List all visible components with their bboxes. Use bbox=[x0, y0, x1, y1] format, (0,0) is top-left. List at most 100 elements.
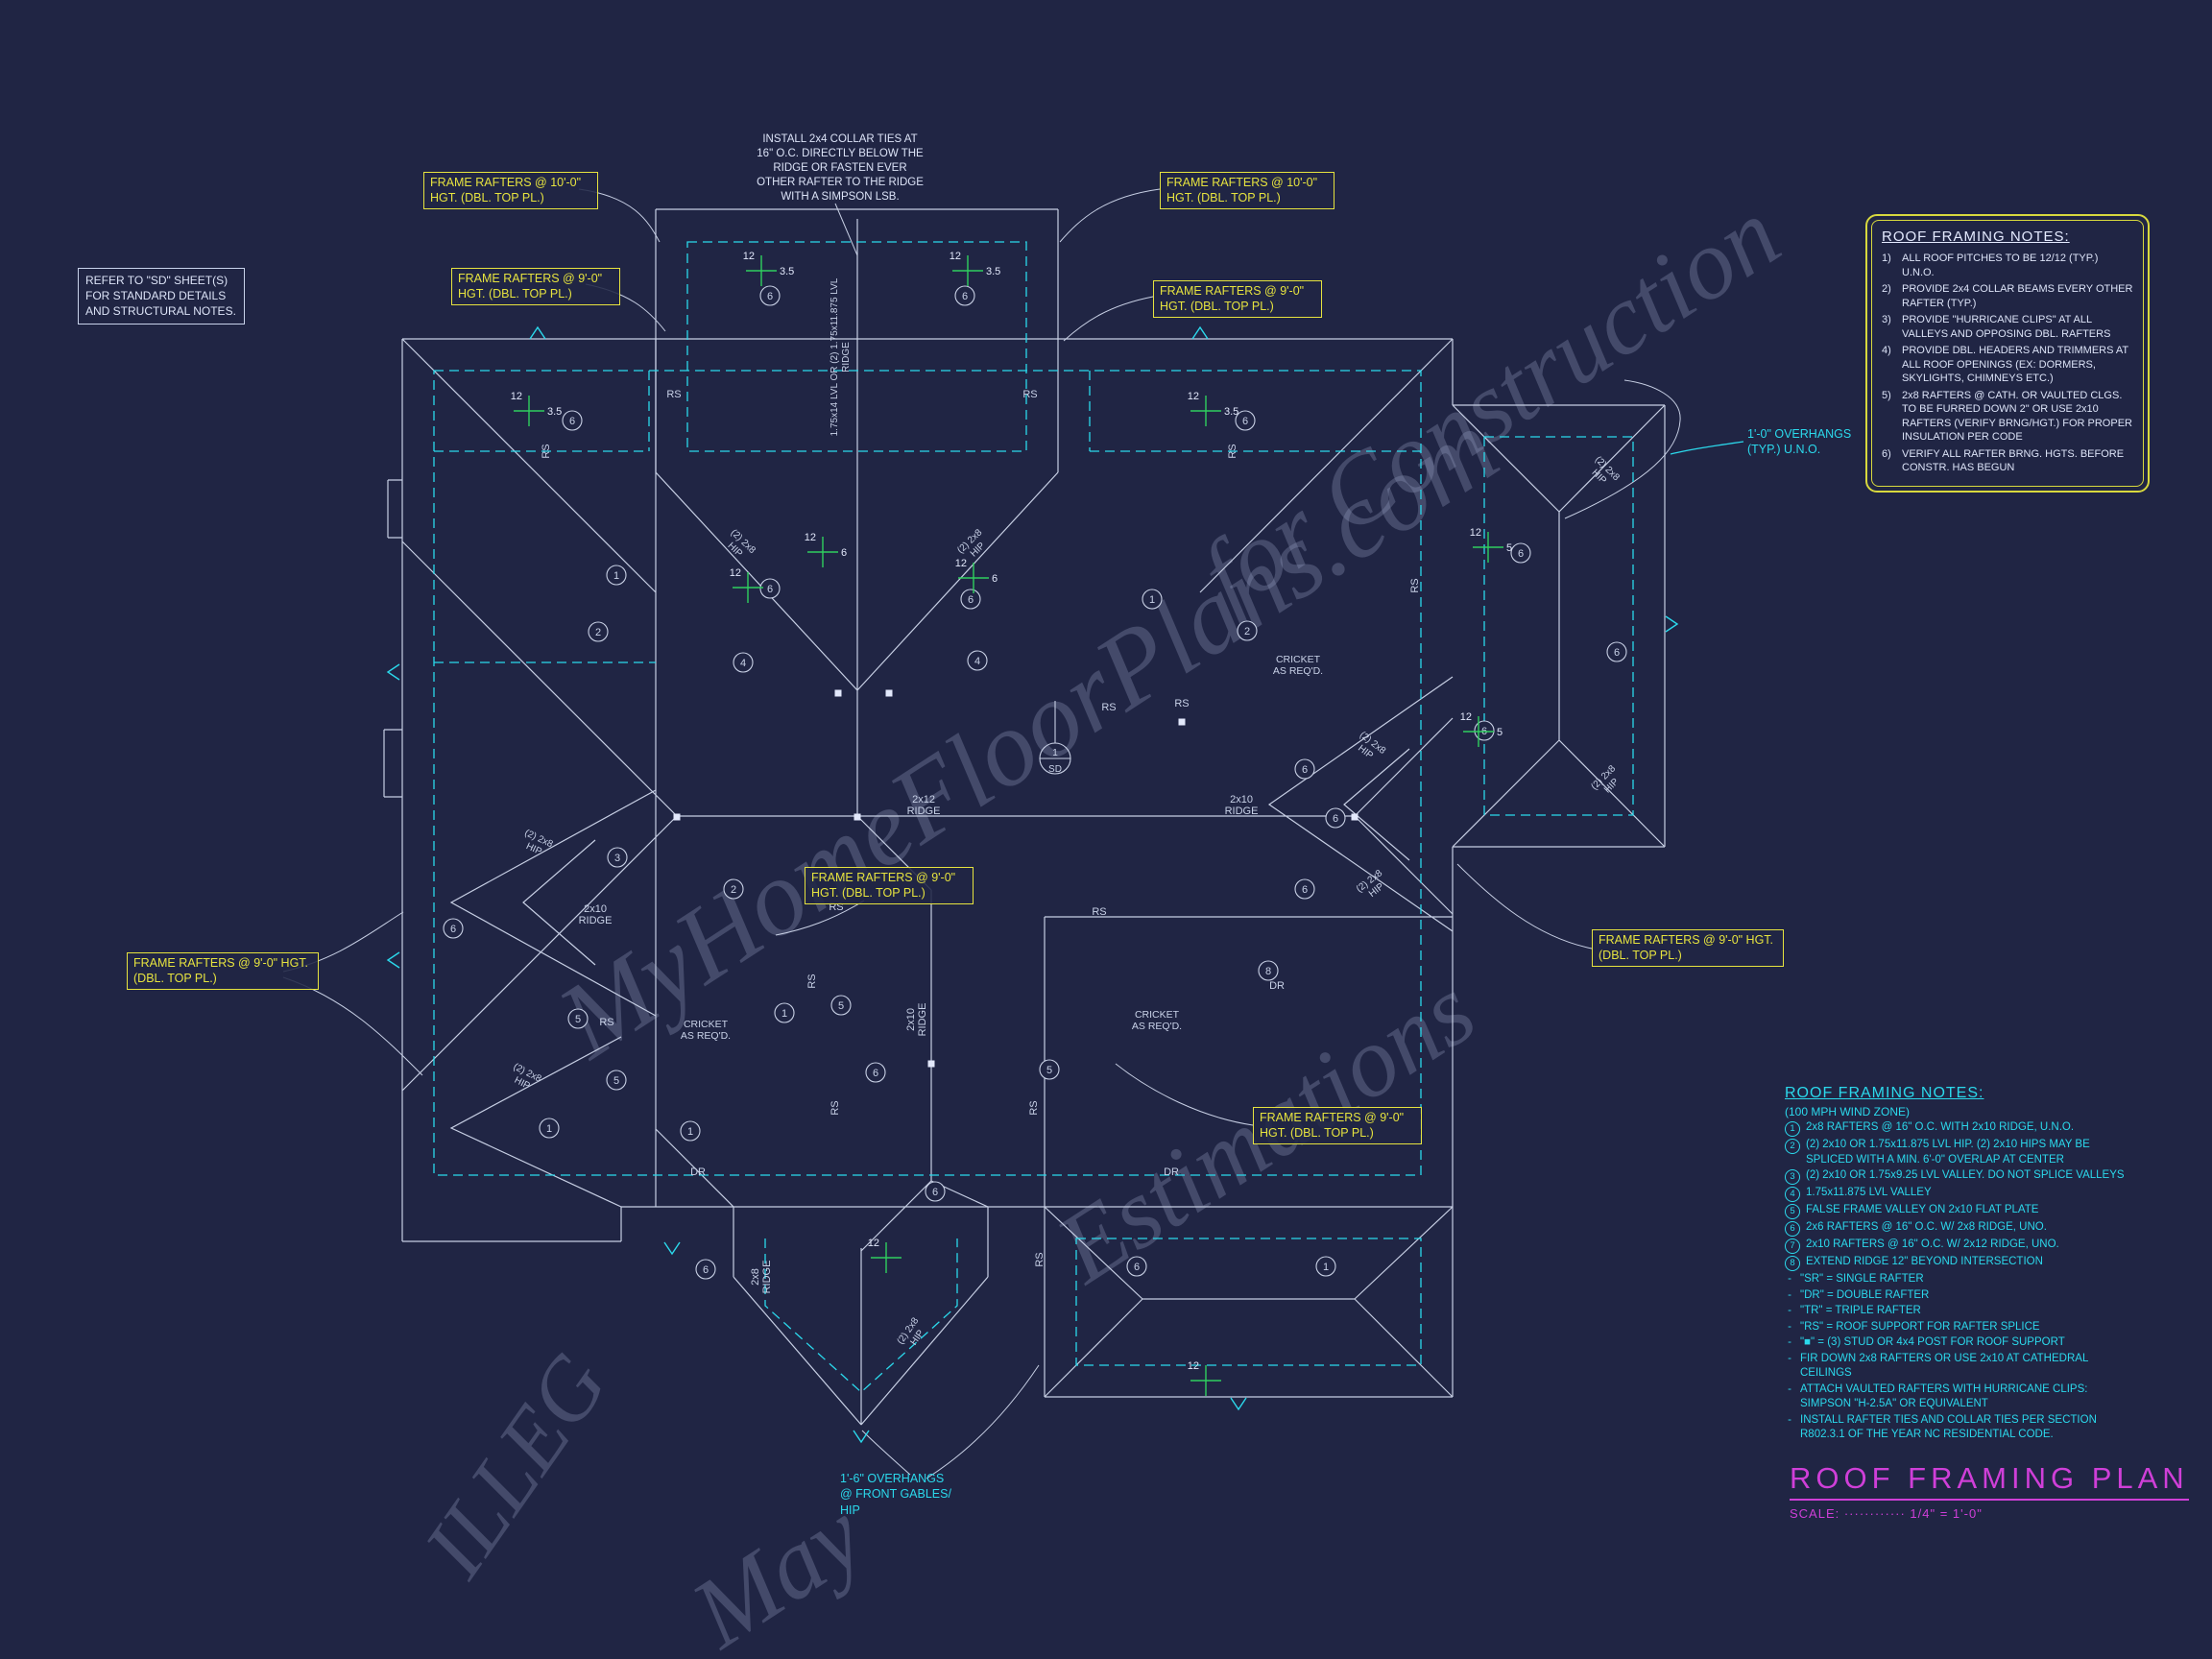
note-text: VERIFY ALL RAFTER BRNG. HGTS. BEFORE CON… bbox=[1902, 447, 2125, 474]
note-number: 2) bbox=[1882, 283, 1891, 296]
plan-label: DR bbox=[690, 1166, 706, 1178]
pitch-cross bbox=[958, 563, 989, 593]
cyan-leader bbox=[1670, 441, 1744, 455]
legend-text: "■" = (3) STUD OR 4x4 POST FOR ROOF SUPP… bbox=[1800, 1336, 2065, 1349]
circle-outline bbox=[960, 589, 981, 610]
note-text: PROVIDE "HURRICANE CLIPS" AT ALL VALLEYS… bbox=[1902, 314, 2111, 340]
pitch-rise: 12 bbox=[868, 1238, 879, 1249]
pitch-marker: 125 bbox=[1460, 711, 1503, 747]
legend-text: 2x8 RAFTERS @ 16" O.C. WITH 2x10 RIDGE, … bbox=[1806, 1121, 2075, 1133]
pitch-marker: 12 bbox=[868, 1238, 902, 1273]
pitch-marker: 125 bbox=[1470, 527, 1512, 563]
plan-label: RS bbox=[1409, 578, 1421, 592]
note-number: 5) bbox=[1882, 389, 1891, 401]
circle-number: 6 bbox=[450, 924, 456, 935]
dash-marker: - bbox=[1788, 1382, 1791, 1395]
circle-outline bbox=[967, 650, 988, 671]
eave-chevron-mark bbox=[529, 325, 546, 340]
eave-chevron-mark bbox=[853, 1430, 870, 1444]
circle-number: 6 bbox=[1302, 764, 1308, 776]
circle-outline bbox=[1235, 410, 1256, 431]
eave-chevron-mark bbox=[1665, 615, 1679, 633]
plan-label: RS bbox=[1101, 702, 1116, 713]
note-text: PROVIDE DBL. HEADERS AND TRIMMERS AT ALL… bbox=[1902, 345, 2128, 385]
plan-label: RS bbox=[541, 444, 552, 458]
dash-marker: - bbox=[1788, 1352, 1791, 1364]
note-number: 3) bbox=[1882, 314, 1891, 326]
dash-marker: - bbox=[1788, 1273, 1791, 1286]
circle-outline bbox=[1039, 1059, 1060, 1080]
pitch-rise: 12 bbox=[730, 567, 741, 579]
framing-notes-box-items: 1)ALL ROOF PITCHES TO BE 12/12 (TYP.) U.… bbox=[1882, 252, 2133, 475]
framing-note-item: 6)VERIFY ALL RAFTER BRNG. HGTS. BEFORE C… bbox=[1882, 447, 2133, 475]
frame-rafters-callout: FRAME RAFTERS @ 9'-0" HGT. (DBL. TOP PL.… bbox=[1153, 280, 1322, 318]
pitch-rise: 12 bbox=[1460, 711, 1472, 723]
circle-number: 1 bbox=[546, 1123, 552, 1135]
circled-number: 8 bbox=[1258, 960, 1279, 981]
pitch-cross bbox=[746, 255, 777, 286]
circled-number: 1 bbox=[774, 1002, 795, 1023]
circle-number: 6 bbox=[767, 584, 773, 595]
overhang-note-right: 1'-0" OVERHANGS (TYP.) U.N.O. bbox=[1747, 427, 1852, 457]
circle-outline bbox=[759, 578, 781, 599]
pitch-marker: 123.5 bbox=[950, 251, 1000, 286]
circled-number: 6 bbox=[1606, 641, 1627, 662]
eave-chevron-mark bbox=[386, 663, 400, 681]
plan-label: RS bbox=[1028, 1100, 1040, 1115]
circle-number: 1 bbox=[1149, 594, 1155, 606]
circled-number: 6 bbox=[759, 285, 781, 306]
pitch-marker: 123.5 bbox=[511, 391, 562, 426]
plan-label: RS bbox=[1174, 698, 1189, 709]
wall-dashed-lines bbox=[433, 241, 1634, 1393]
legend-text: ATTACH VAULTED RAFTERS WITH HURRICANE CL… bbox=[1800, 1382, 2088, 1410]
sd-reference-note: REFER TO "SD" SHEET(S) FOR STANDARD DETA… bbox=[78, 268, 245, 325]
pitch-rise: 12 bbox=[805, 532, 816, 543]
circle-number: 5 bbox=[838, 1000, 844, 1012]
circled-number: 4 bbox=[967, 650, 988, 671]
circle-number: 2 bbox=[1244, 626, 1250, 637]
eave-chevron-mark bbox=[386, 951, 400, 969]
pitch-marker: 126 bbox=[805, 532, 847, 567]
detail-bubble-divider bbox=[1040, 701, 1070, 759]
framing-note-item: 4)PROVIDE DBL. HEADERS AND TRIMMERS AT A… bbox=[1882, 344, 2133, 386]
roof-support-post bbox=[1178, 718, 1186, 726]
circle-number: 1 bbox=[1323, 1262, 1329, 1273]
overhang-note-bottom: 1'-6" OVERHANGS @ FRONT GABLES/ HIP bbox=[840, 1472, 951, 1517]
framing-legend-item: -"RS" = ROOF SUPPORT FOR RAFTER SPLICE bbox=[1785, 1320, 2130, 1335]
circled-number: 6 bbox=[562, 410, 583, 431]
roof-outline-lines bbox=[383, 208, 1666, 1426]
frame-rafters-callout: FRAME RAFTERS @ 9'-0" HGT. (DBL. TOP PL.… bbox=[1592, 929, 1784, 967]
pitch-run: 3.5 bbox=[780, 266, 794, 277]
circle-outline bbox=[1325, 807, 1346, 829]
framing-note-item: 1)ALL ROOF PITCHES TO BE 12/12 (TYP.) U.… bbox=[1882, 252, 2133, 279]
plan-label: RS bbox=[599, 1017, 613, 1028]
dash-marker: - bbox=[1788, 1320, 1791, 1333]
circle-outline bbox=[567, 1008, 589, 1029]
circle-outline bbox=[925, 1181, 946, 1202]
legend-text: "DR" = DOUBLE RAFTER bbox=[1800, 1288, 1930, 1301]
plan-label: 2x10RIDGE bbox=[905, 1003, 928, 1037]
circled-number: 6 bbox=[443, 918, 464, 939]
plan-label: RS bbox=[1022, 389, 1037, 400]
circled-number-marker: 7 bbox=[1785, 1238, 1800, 1255]
circled-number-marker: 2 bbox=[1785, 1139, 1800, 1154]
framing-note-item: 5) 2x8 RAFTERS @ CATH. OR VAULTED CLGS. T… bbox=[1882, 389, 2133, 445]
plan-label: (2) 2x8HIP bbox=[1589, 763, 1626, 801]
frame-rafters-callout: FRAME RAFTERS @ 9'-0" HGT. (DBL. TOP PL.… bbox=[127, 952, 319, 990]
legend-text: EXTEND RIDGE 12" BEYOND INTERSECTION bbox=[1806, 1256, 2043, 1268]
circle-number: 6 bbox=[1614, 647, 1620, 659]
plan-label: RS bbox=[666, 389, 681, 400]
note-text: 2x8 RAFTERS @ CATH. OR VAULTED CLGS. TO … bbox=[1902, 389, 2132, 444]
pitch-run: 3.5 bbox=[547, 406, 562, 418]
roof-support-post bbox=[885, 689, 893, 697]
pitch-cross bbox=[733, 572, 763, 603]
dash-marker: - bbox=[1788, 1305, 1791, 1317]
